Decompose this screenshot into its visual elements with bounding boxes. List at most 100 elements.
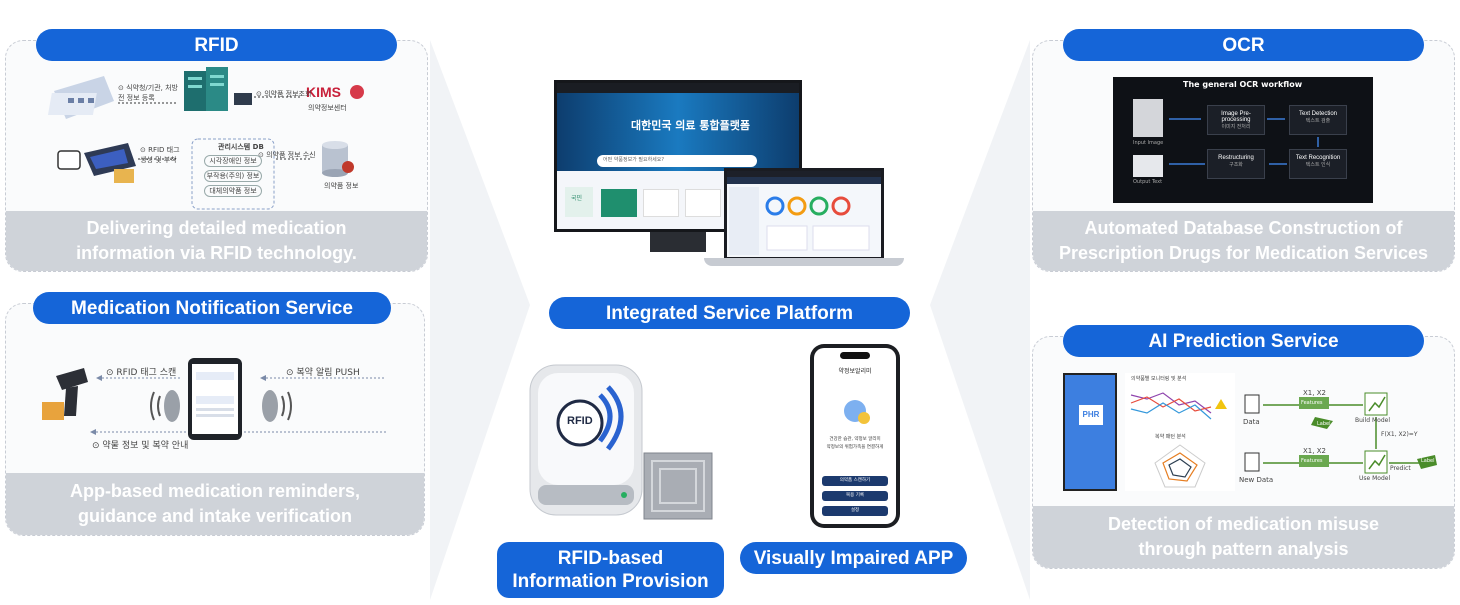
notification-caption-line: guidance and intake verification [77, 506, 353, 526]
rfid-info-title: RFID-based Information Provision [497, 542, 724, 598]
label-query: ⊙ 의약품 정보조회 [256, 90, 312, 98]
phone-button-scan[interactable]: 의약품 스캔하기 [822, 476, 888, 486]
label-scan: ⊙ RFID 태그 스캔 [106, 368, 177, 378]
monitor-stand [650, 232, 706, 252]
rfid-panel: KIMS 의약정보센터 ⊙ 식약청/기관, 처방전 정보 등록 ⊙ 의약품 정보… [5, 40, 428, 272]
impaired-app-title: Visually Impaired APP [740, 542, 967, 574]
pill-capsule-icon [858, 412, 870, 424]
phone-notch [840, 352, 870, 359]
rfid-device-illustration [529, 364, 713, 520]
input-image-thumb [1133, 99, 1163, 137]
notification-caption-line: App-based medication reminders, [69, 481, 361, 501]
db-store-label: 의약품 정보 [324, 182, 359, 190]
ocr-box-preprocess: Image Pre-processing 이미지 전처리 [1207, 105, 1265, 135]
laptop-base [704, 258, 904, 266]
smartphone-icon [188, 358, 242, 440]
chart-label: 의약품별 모니터링 및 분석 [1131, 376, 1187, 382]
ocr-box-recognition: Text Recognition 텍스트 인식 [1289, 149, 1347, 179]
new-data-doc-icon [1244, 452, 1260, 472]
kims-logo-text: KIMS [306, 84, 341, 100]
fan-right [930, 40, 1030, 600]
x-label: X1, X2 [1303, 389, 1326, 397]
notification-diagram [42, 358, 386, 440]
ai-caption: Detection of medication misuse through p… [1033, 506, 1454, 568]
ocr-caption-line: Automated Database Construction of [1084, 218, 1403, 238]
laptop-dashboard-sidebar [729, 187, 759, 255]
build-model-label: Build Model [1355, 417, 1390, 424]
ocr-box-label: Restructuring [1218, 155, 1254, 161]
monitor-search-text: 어떤 약품정보가 필요하세요? [603, 157, 665, 163]
ocr-workflow-title: The general OCR workflow [1183, 80, 1303, 89]
features-label: Features [1301, 400, 1323, 406]
phr-app-screenshot: PHR [1063, 373, 1117, 491]
label-register: ⊙ 식약청/기관, 처방전 정보 등록 [118, 84, 178, 102]
database-icon [322, 141, 354, 177]
platform-title: Integrated Service Platform [549, 297, 910, 329]
laptop-dashboard-header [727, 177, 881, 184]
monitor-card [685, 189, 721, 217]
use-model-label: Use Model [1359, 475, 1391, 482]
phone-screen: 약정보알리미 건강한 습관, 약정보 알리미 약정보의 위험가족을 연결하게 의… [814, 348, 896, 524]
rfid-title: RFID [36, 29, 397, 61]
ocr-box-detection: Text Detection 텍스트 검출 [1289, 105, 1347, 135]
rfid-caption-line: Delivering detailed medication [86, 218, 347, 238]
formula-label: F(X1, X2)=Y [1381, 431, 1418, 438]
line-chart-icon [1130, 392, 1227, 420]
ocr-box-label: Image Pre-processing [1221, 111, 1251, 123]
monitor-card [601, 189, 637, 217]
phone-button-history[interactable]: 복용 기록 [822, 491, 888, 501]
rfid-caption-line: information via RFID technology. [76, 243, 357, 263]
ai-title: AI Prediction Service [1063, 325, 1424, 357]
ocr-box-sub: 이미지 전처리 [1221, 124, 1251, 130]
ocr-box-sub: 구조화 [1229, 162, 1243, 168]
laptop-dashboard [727, 177, 881, 257]
monitor-badge-text: 국민 [571, 195, 583, 202]
ocr-arrows [1169, 118, 1319, 165]
label-tag-text: Label [1317, 421, 1331, 427]
rfid-chip-label: RFID [567, 415, 593, 427]
ocr-caption: Automated Database Construction of Presc… [1033, 211, 1454, 271]
output-text-thumb [1133, 155, 1163, 177]
x-label: X1, X2 [1303, 447, 1326, 455]
label-tag: ⊙ RFID 태그 생성 및 부착 [140, 146, 180, 164]
phone-text: 건강한 습관, 약정보 알리미 [829, 437, 881, 442]
ocr-caption-line: Prescription Drugs for Medication Servic… [1058, 243, 1429, 263]
output-text-label: Output Text [1133, 179, 1163, 185]
monitor-card [643, 189, 679, 217]
phr-app-label: PHR [1079, 405, 1103, 425]
new-data-label: New Data [1239, 476, 1274, 484]
data-label: Data [1243, 418, 1260, 426]
notification-title: Medication Notification Service [33, 292, 391, 324]
ai-panel: PHR 의약품별 모니터링 및 분석 복약 패턴 분석 Da [1032, 336, 1455, 569]
kims-logo-icon [350, 85, 364, 99]
rfid-caption: Delivering detailed medication informati… [6, 211, 427, 271]
phone-text: 약정보의 위험가족을 연결하게 [826, 445, 884, 450]
input-image-label: Input Image [1133, 140, 1164, 146]
phone-button-label: 의약품 스캔하기 [839, 478, 871, 483]
notification-panel: ⊙ RFID 태그 스캔 ⊙ 복약 알림 PUSH ⊙ 약물 정보 및 복약 안… [5, 303, 425, 536]
analysis-charts-image: 의약품별 모니터링 및 분석 복약 패턴 분석 [1125, 373, 1235, 491]
rfid-reader-icon [57, 143, 136, 183]
server-icon [184, 67, 252, 111]
ocr-workflow-image: The general OCR workflow Input Image Out… [1113, 77, 1373, 203]
ocr-box-restructuring: Restructuring 구조화 [1207, 149, 1265, 179]
phone-button-label: 설정 [850, 508, 860, 513]
monitor-badge: 국민 [565, 187, 593, 217]
ocr-title: OCR [1063, 29, 1424, 61]
ocr-panel: The general OCR workflow Input Image Out… [1032, 40, 1455, 272]
phone-button-settings[interactable]: 설정 [822, 506, 888, 516]
radar-chart-icon [1154, 444, 1206, 488]
speaker-left-icon [150, 390, 180, 422]
label-receive: ⊙ 의약품 정보 수신 [258, 151, 316, 159]
monitor-heading: 대한민국 의료 통합플랫폼 [631, 119, 750, 132]
notification-caption: App-based medication reminders, guidance… [6, 473, 424, 535]
hospital-building-icon [47, 76, 114, 119]
label-tag-text: Label [1421, 458, 1435, 464]
laptop-screen [724, 168, 884, 260]
predict-label: Predict [1390, 465, 1411, 472]
ai-caption-line: Detection of medication misuse [1107, 514, 1380, 534]
phone-header: 약정보알리미 [838, 368, 872, 375]
ml-flow-diagram [1244, 392, 1437, 474]
warning-icon [1215, 399, 1227, 409]
